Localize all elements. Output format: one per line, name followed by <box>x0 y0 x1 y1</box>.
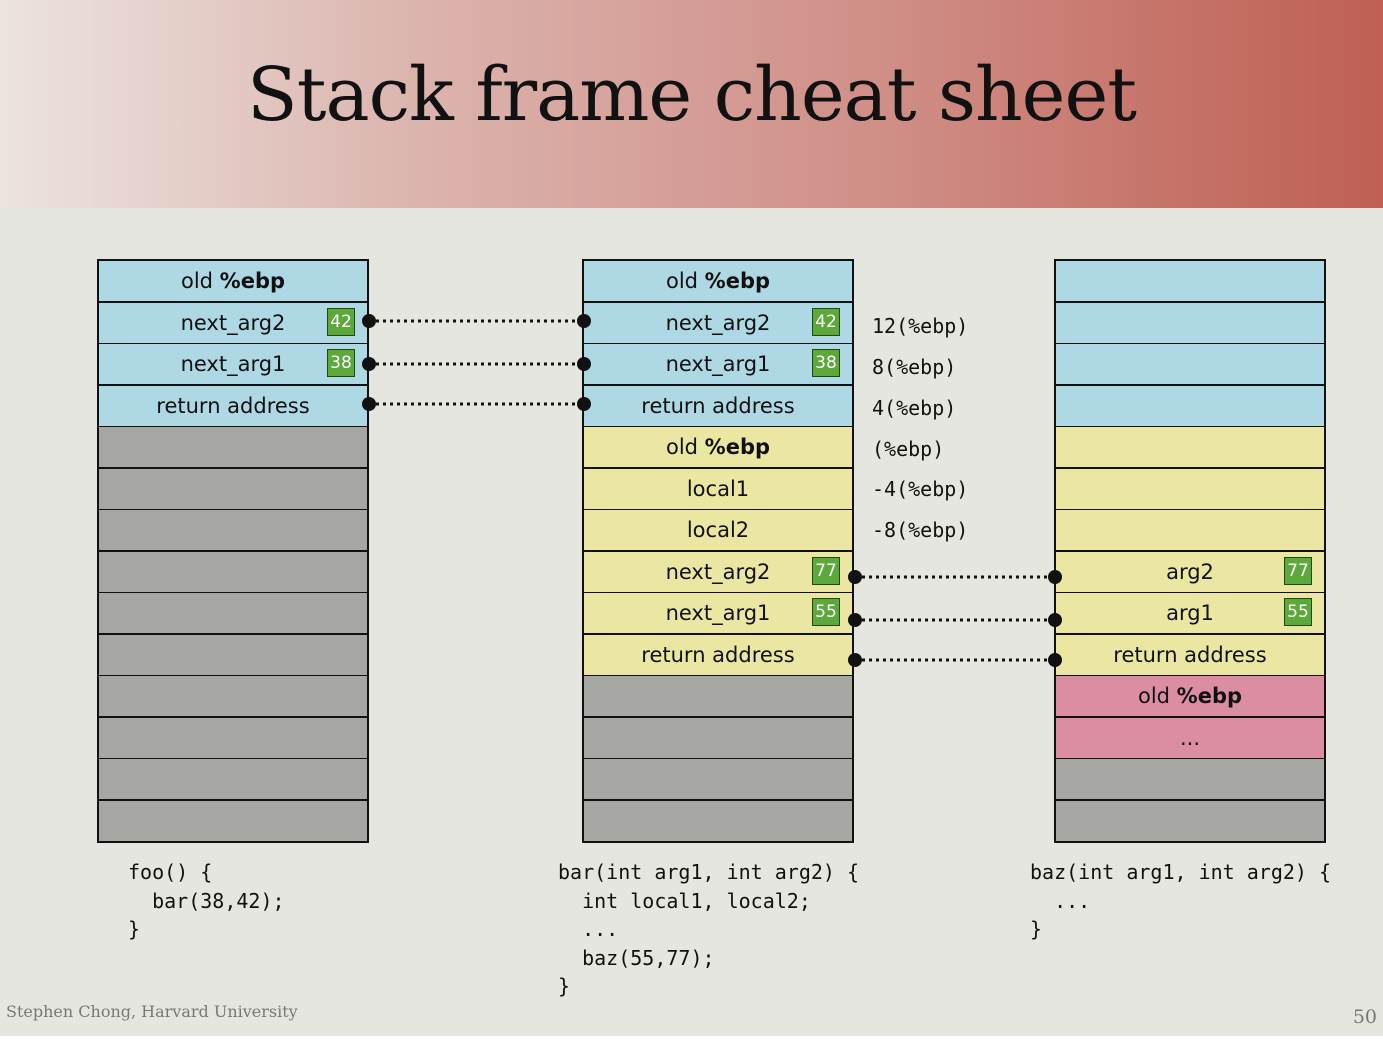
cell-label: next_arg2 <box>665 559 771 584</box>
code-bar: bar(int arg1, int arg2) { int local1, lo… <box>558 860 860 998</box>
offset-label: (%ebp) <box>872 437 945 461</box>
code-foo: foo() { bar(38,42); } <box>128 860 285 941</box>
stack-cell: local2 <box>584 510 852 550</box>
stack-cell: next_arg2 42 <box>584 302 852 343</box>
stack-cell: old %ebp <box>99 261 367 301</box>
stack-cell: next_arg1 38 <box>584 344 852 384</box>
stack-cell: old %ebp <box>584 427 852 467</box>
value-badge: 38 <box>812 349 840 377</box>
stack-cell <box>1056 261 1324 301</box>
offset-label: -4(%ebp) <box>872 477 969 501</box>
page-number: 50 <box>1352 1006 1377 1028</box>
cell-label: arg2 <box>1166 559 1214 584</box>
offset-label: 4(%ebp) <box>872 396 957 420</box>
value-badge: 42 <box>812 307 840 336</box>
stack-cell <box>99 468 367 509</box>
stack-cell <box>1056 800 1324 841</box>
stack-cell <box>99 593 367 633</box>
stack-cell <box>99 676 367 716</box>
bottom-bar <box>0 1036 1383 1043</box>
stack-cell <box>99 717 367 758</box>
value-badge: 38 <box>327 349 355 377</box>
stack-cell: local1 <box>584 468 852 509</box>
value-badge: 55 <box>1284 598 1312 626</box>
stack-cell: return address <box>99 385 367 426</box>
value-badge: 77 <box>1284 556 1312 585</box>
cell-label: old %ebp <box>1137 684 1243 708</box>
stack-cell <box>99 427 367 467</box>
stack-cell <box>1056 468 1324 509</box>
title-banner: Stack frame cheat sheet <box>0 0 1383 208</box>
cell-label: return address <box>641 642 795 667</box>
connector-arrow <box>848 570 1062 584</box>
stack-cell: arg2 77 <box>1056 551 1324 592</box>
value-badge: 42 <box>327 307 355 336</box>
connector-arrow <box>362 397 591 411</box>
cell-label: old %ebp <box>180 269 286 293</box>
stack-cell <box>1056 759 1324 799</box>
cell-label: return address <box>1113 642 1267 667</box>
stack-cell <box>1056 510 1324 550</box>
stack-cell: old %ebp <box>584 261 852 301</box>
stack-cell: next_arg1 38 <box>99 344 367 384</box>
cell-label: next_arg2 <box>180 310 286 335</box>
stack-cell <box>99 510 367 550</box>
stack-cell <box>584 759 852 799</box>
stack-cell: return address <box>584 385 852 426</box>
connector-arrow <box>848 613 1062 627</box>
cell-label: next_arg1 <box>665 601 771 625</box>
cell-label: old %ebp <box>665 435 771 459</box>
stack-cell: return address <box>1056 634 1324 675</box>
connector-arrow <box>362 357 591 371</box>
stack-cell <box>99 800 367 841</box>
stack-cell <box>584 800 852 841</box>
cell-label: next_arg1 <box>180 352 286 376</box>
stack-cell: old %ebp <box>1056 676 1324 716</box>
stack-bar: old %ebp next_arg2 42 next_arg1 38 return add… <box>582 259 854 843</box>
stack-cell <box>584 676 852 716</box>
stack-cell: return address <box>584 634 852 675</box>
stack-foo: old %ebp next_arg2 42 next_arg1 38 return add… <box>97 259 369 843</box>
stack-cell <box>1056 385 1324 426</box>
stack-cell: next_arg2 42 <box>99 302 367 343</box>
offset-label: 8(%ebp) <box>872 355 957 379</box>
stack-cell <box>99 634 367 675</box>
cell-label: ... <box>1179 725 1201 750</box>
value-badge: 55 <box>812 598 840 626</box>
stack-cell <box>99 551 367 592</box>
stack-baz: arg2 77 arg1 55 return address old %ebp... <box>1054 259 1326 843</box>
stack-cell <box>1056 427 1324 467</box>
stack-cell <box>99 759 367 799</box>
stack-cell: next_arg2 77 <box>584 551 852 592</box>
cell-label: next_arg2 <box>665 310 771 335</box>
stack-cell: next_arg1 55 <box>584 593 852 633</box>
stack-cell <box>1056 302 1324 343</box>
offset-label: 12(%ebp) <box>872 314 969 338</box>
cell-label: return address <box>156 393 310 418</box>
connector-arrow <box>362 314 591 328</box>
code-baz: baz(int arg1, int arg2) { ... } <box>1030 860 1332 941</box>
cell-label: local1 <box>686 476 750 501</box>
cell-label: arg1 <box>1166 601 1214 625</box>
footer-credit: Stephen Chong, Harvard University <box>6 1002 298 1021</box>
value-badge: 77 <box>812 556 840 585</box>
cell-label: local2 <box>686 518 750 542</box>
cell-label: old %ebp <box>665 269 771 293</box>
connector-arrow <box>848 653 1062 667</box>
offset-label: -8(%ebp) <box>872 518 969 542</box>
stack-cell <box>1056 344 1324 384</box>
cell-label: return address <box>641 393 795 418</box>
stack-cell <box>584 717 852 758</box>
cell-label: next_arg1 <box>665 352 771 376</box>
slide-title: Stack frame cheat sheet <box>247 52 1137 138</box>
stack-cell: arg1 55 <box>1056 593 1324 633</box>
stack-cell: ... <box>1056 717 1324 758</box>
